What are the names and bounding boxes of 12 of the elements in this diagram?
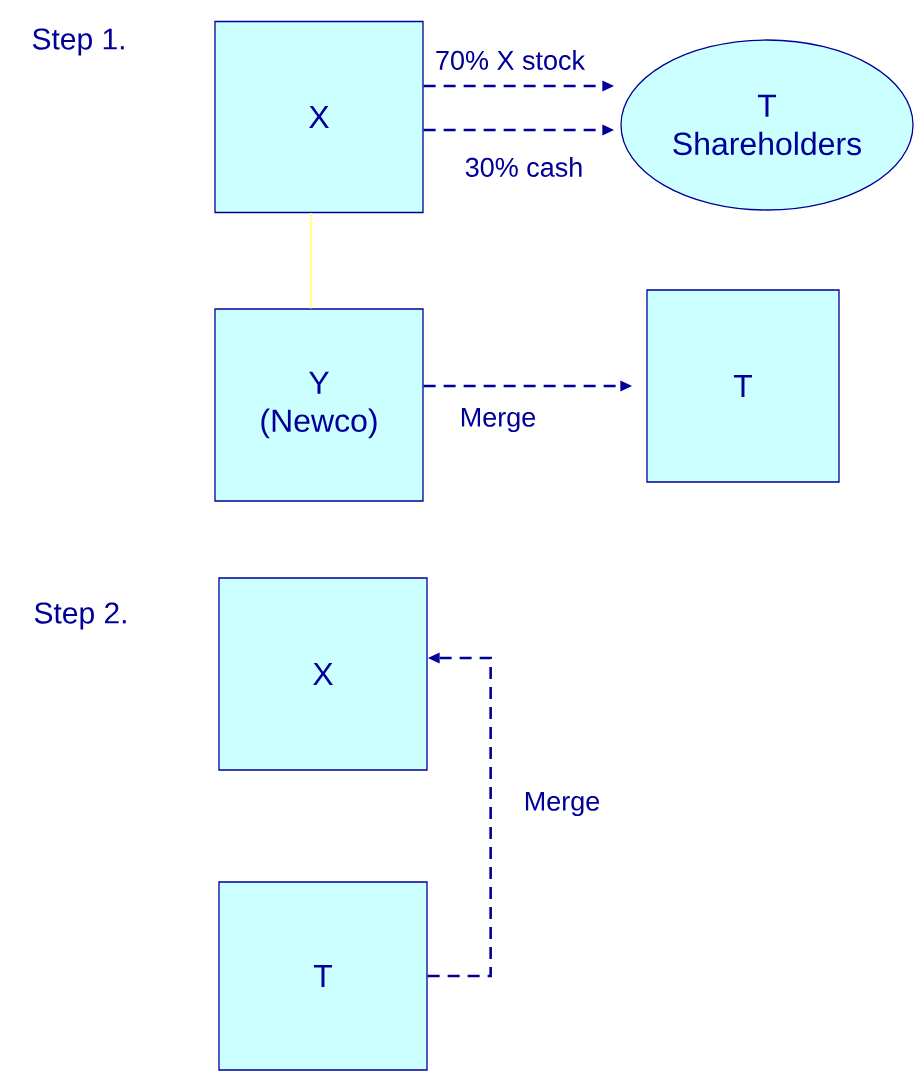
company-box: X [218, 577, 428, 771]
company-box: Y (Newco) [214, 308, 424, 502]
edge-label: Merge [458, 406, 538, 434]
step-label: Step 2. [34, 602, 126, 630]
connector-line [309, 213, 313, 309]
edge-label: 30% cash [463, 156, 585, 178]
step-label: Step 1. [32, 28, 124, 56]
edge-label: Merge [522, 790, 602, 818]
company-box: X [214, 20, 424, 214]
company-box: T [646, 289, 840, 483]
edge-label: 70% X stock [433, 49, 587, 71]
company-box: T [218, 881, 428, 1071]
